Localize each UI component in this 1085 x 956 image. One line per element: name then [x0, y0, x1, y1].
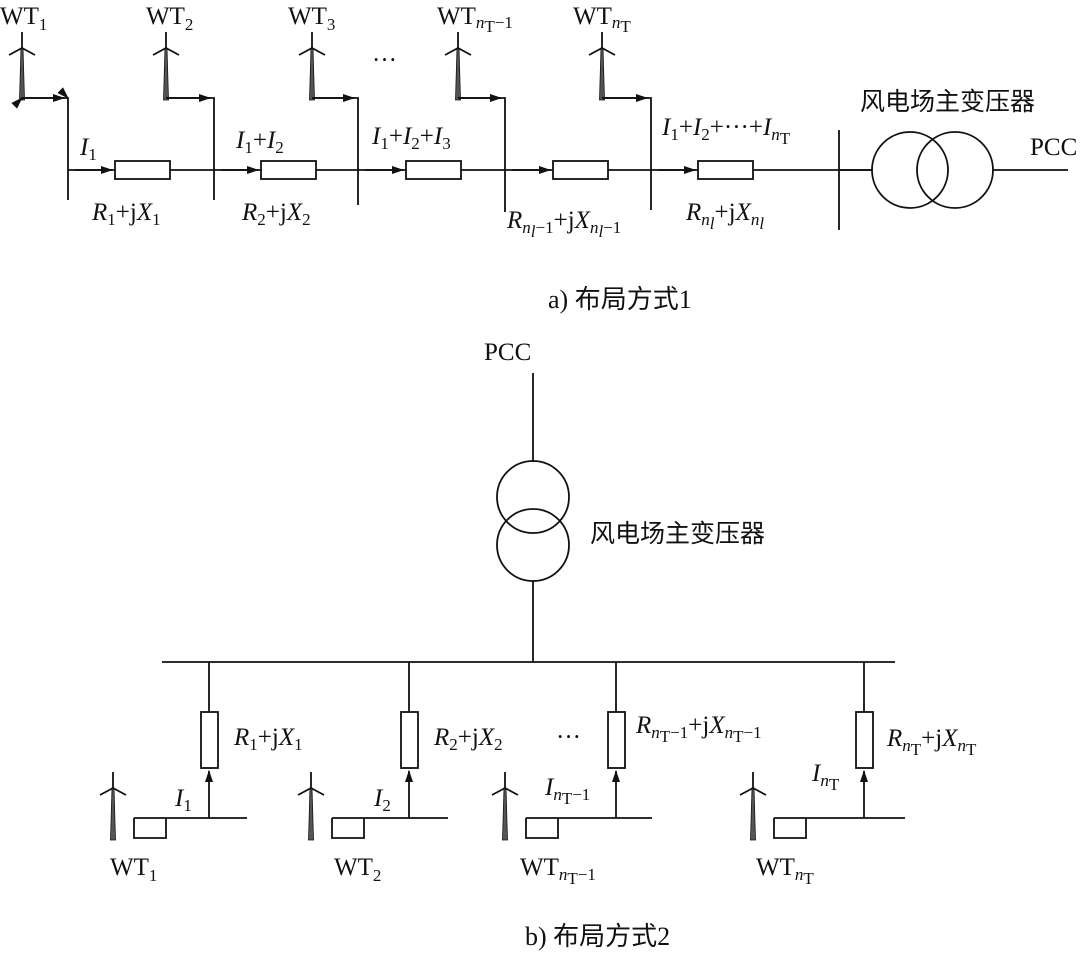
impedance-nl-minus-1-a [552, 160, 609, 180]
turbine-1-a [8, 31, 69, 200]
transformer-label-b: 风电场主变压器 [590, 519, 765, 548]
branch-nt-b [739, 662, 905, 841]
current-label-2-b: I2 [373, 785, 391, 815]
impedance-label-1-a: R1+jX1 [91, 199, 161, 229]
wind-turbine-icon [491, 771, 519, 841]
turbine-nt-a [588, 31, 652, 210]
wt-nt-label-b: WTnT [756, 854, 814, 888]
current-label-3-a: I1+I2+I3 [371, 123, 451, 153]
transformer-a [839, 131, 994, 209]
branch-2-b [297, 662, 448, 841]
impedance-2-b [400, 711, 419, 769]
impedance-2-a [260, 160, 317, 180]
impedance-label-2-b: R2+jX2 [433, 724, 503, 754]
wt-nt-minus-1-label-b: WTnT−1 [520, 854, 596, 888]
impedance-label-nt-b: RnT+jXnT [886, 725, 977, 759]
transformer-b [496, 460, 570, 582]
pcc-label-a: PCC [1030, 134, 1077, 161]
diagram-b: PCC 风电场主变压器 [99, 339, 977, 951]
impedance-1-b [200, 711, 219, 769]
current-label-2-a: I1+I2 [235, 127, 284, 157]
wt-2-label-a: WT2 [146, 3, 193, 34]
impedance-nt-minus-1-b [607, 711, 626, 769]
wind-turbine-icon [588, 31, 616, 101]
wind-turbine-icon [99, 771, 127, 841]
current-label-total-a: I1+I2+···+InT [661, 114, 791, 148]
wind-turbine-icon [8, 31, 36, 101]
turbine-nt-minus-1-a [444, 31, 506, 212]
wind-turbine-icon [152, 31, 180, 101]
impedance-label-2-a: R2+jX2 [241, 199, 311, 229]
caption-b: b) 布局方式2 [525, 922, 670, 951]
impedance-3-a [405, 160, 462, 180]
caption-a: a) 布局方式1 [548, 285, 692, 314]
current-label-1-a: I1 [79, 134, 97, 164]
impedance-nt-b [855, 711, 874, 769]
wt-1-label-a: WT1 [0, 3, 47, 34]
ellipsis-a: ··· [372, 47, 397, 74]
transformer-label-a: 风电场主变压器 [860, 87, 1035, 116]
turbine-3-a [298, 31, 359, 205]
wt-3-label-a: WT3 [288, 3, 335, 34]
wind-turbine-icon [298, 31, 326, 101]
wind-turbine-icon [444, 31, 472, 101]
wt-nt-minus-1-label-a: WTnT−1 [437, 3, 513, 36]
wt-nt-label-a: WTnT [573, 3, 631, 36]
wt-2-label-b: WT2 [334, 854, 381, 885]
current-label-1-b: I1 [174, 785, 192, 815]
impedance-1-a [114, 160, 171, 180]
pcc-label-b: PCC [484, 339, 531, 366]
wind-turbine-icon [739, 771, 767, 841]
turbine-2-a [152, 31, 215, 200]
impedance-nl-a [697, 160, 754, 180]
current-label-nt-b: InT [811, 760, 840, 794]
diagram-a: WT1 WT2 WT3 WTnT−1 WTnT ··· I1 I1+I2 I1+… [0, 3, 1077, 314]
impedance-label-nl-a: Rnl+jXnl [685, 199, 764, 233]
wt-1-label-b: WT1 [110, 854, 157, 885]
ellipsis-b: ··· [556, 724, 581, 751]
wind-turbine-icon [297, 771, 325, 841]
branch-nt-minus-1-b [491, 662, 652, 841]
impedance-label-nl-minus-1-a: Rnl−1+jXnl−1 [506, 207, 621, 241]
impedance-label-1-b: R1+jX1 [233, 724, 303, 754]
branch-1-b [99, 662, 247, 841]
current-label-nt-minus-1-b: InT−1 [544, 774, 590, 808]
impedance-label-nt-minus-1-b: RnT−1+jXnT−1 [635, 712, 762, 746]
